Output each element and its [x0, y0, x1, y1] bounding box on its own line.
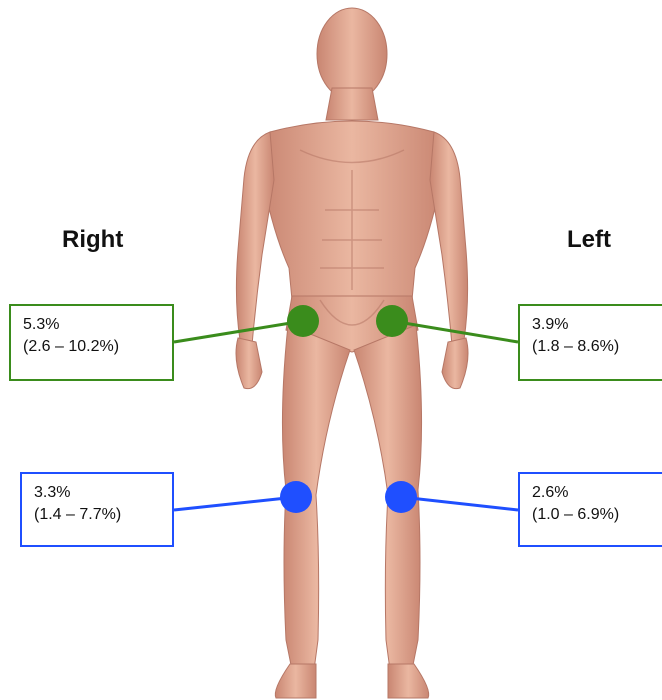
callout-range: (1.0 – 6.9%): [532, 504, 662, 526]
hand-right: [236, 338, 262, 389]
marker-left-hip: [376, 305, 408, 337]
arm-left: [430, 132, 468, 345]
callout-right-hip: 5.3% (2.6 – 10.2%): [9, 304, 174, 381]
callout-range: (2.6 – 10.2%): [23, 336, 164, 358]
callout-range: (1.8 – 8.6%): [532, 336, 662, 358]
callout-left-knee: 2.6% (1.0 – 6.9%): [518, 472, 662, 547]
callout-percent: 3.9%: [532, 314, 662, 336]
callout-percent: 5.3%: [23, 314, 164, 336]
neck: [326, 88, 378, 120]
side-label-left: Left: [567, 226, 611, 254]
foot-left: [388, 664, 429, 698]
head: [317, 8, 387, 100]
connector-right-knee: [174, 497, 296, 510]
marker-right-knee: [280, 481, 312, 513]
callout-range: (1.4 – 7.7%): [34, 504, 164, 526]
marker-right-hip: [287, 305, 319, 337]
callout-right-knee: 3.3% (1.4 – 7.7%): [20, 472, 174, 547]
body-silhouette: [236, 8, 468, 698]
callout-percent: 3.3%: [34, 482, 164, 504]
side-label-right: Right: [62, 226, 123, 254]
callout-left-hip: 3.9% (1.8 – 8.6%): [518, 304, 662, 381]
arm-right: [236, 132, 274, 345]
hand-left: [442, 338, 468, 389]
marker-left-knee: [385, 481, 417, 513]
foot-right: [275, 664, 316, 698]
callout-percent: 2.6%: [532, 482, 662, 504]
